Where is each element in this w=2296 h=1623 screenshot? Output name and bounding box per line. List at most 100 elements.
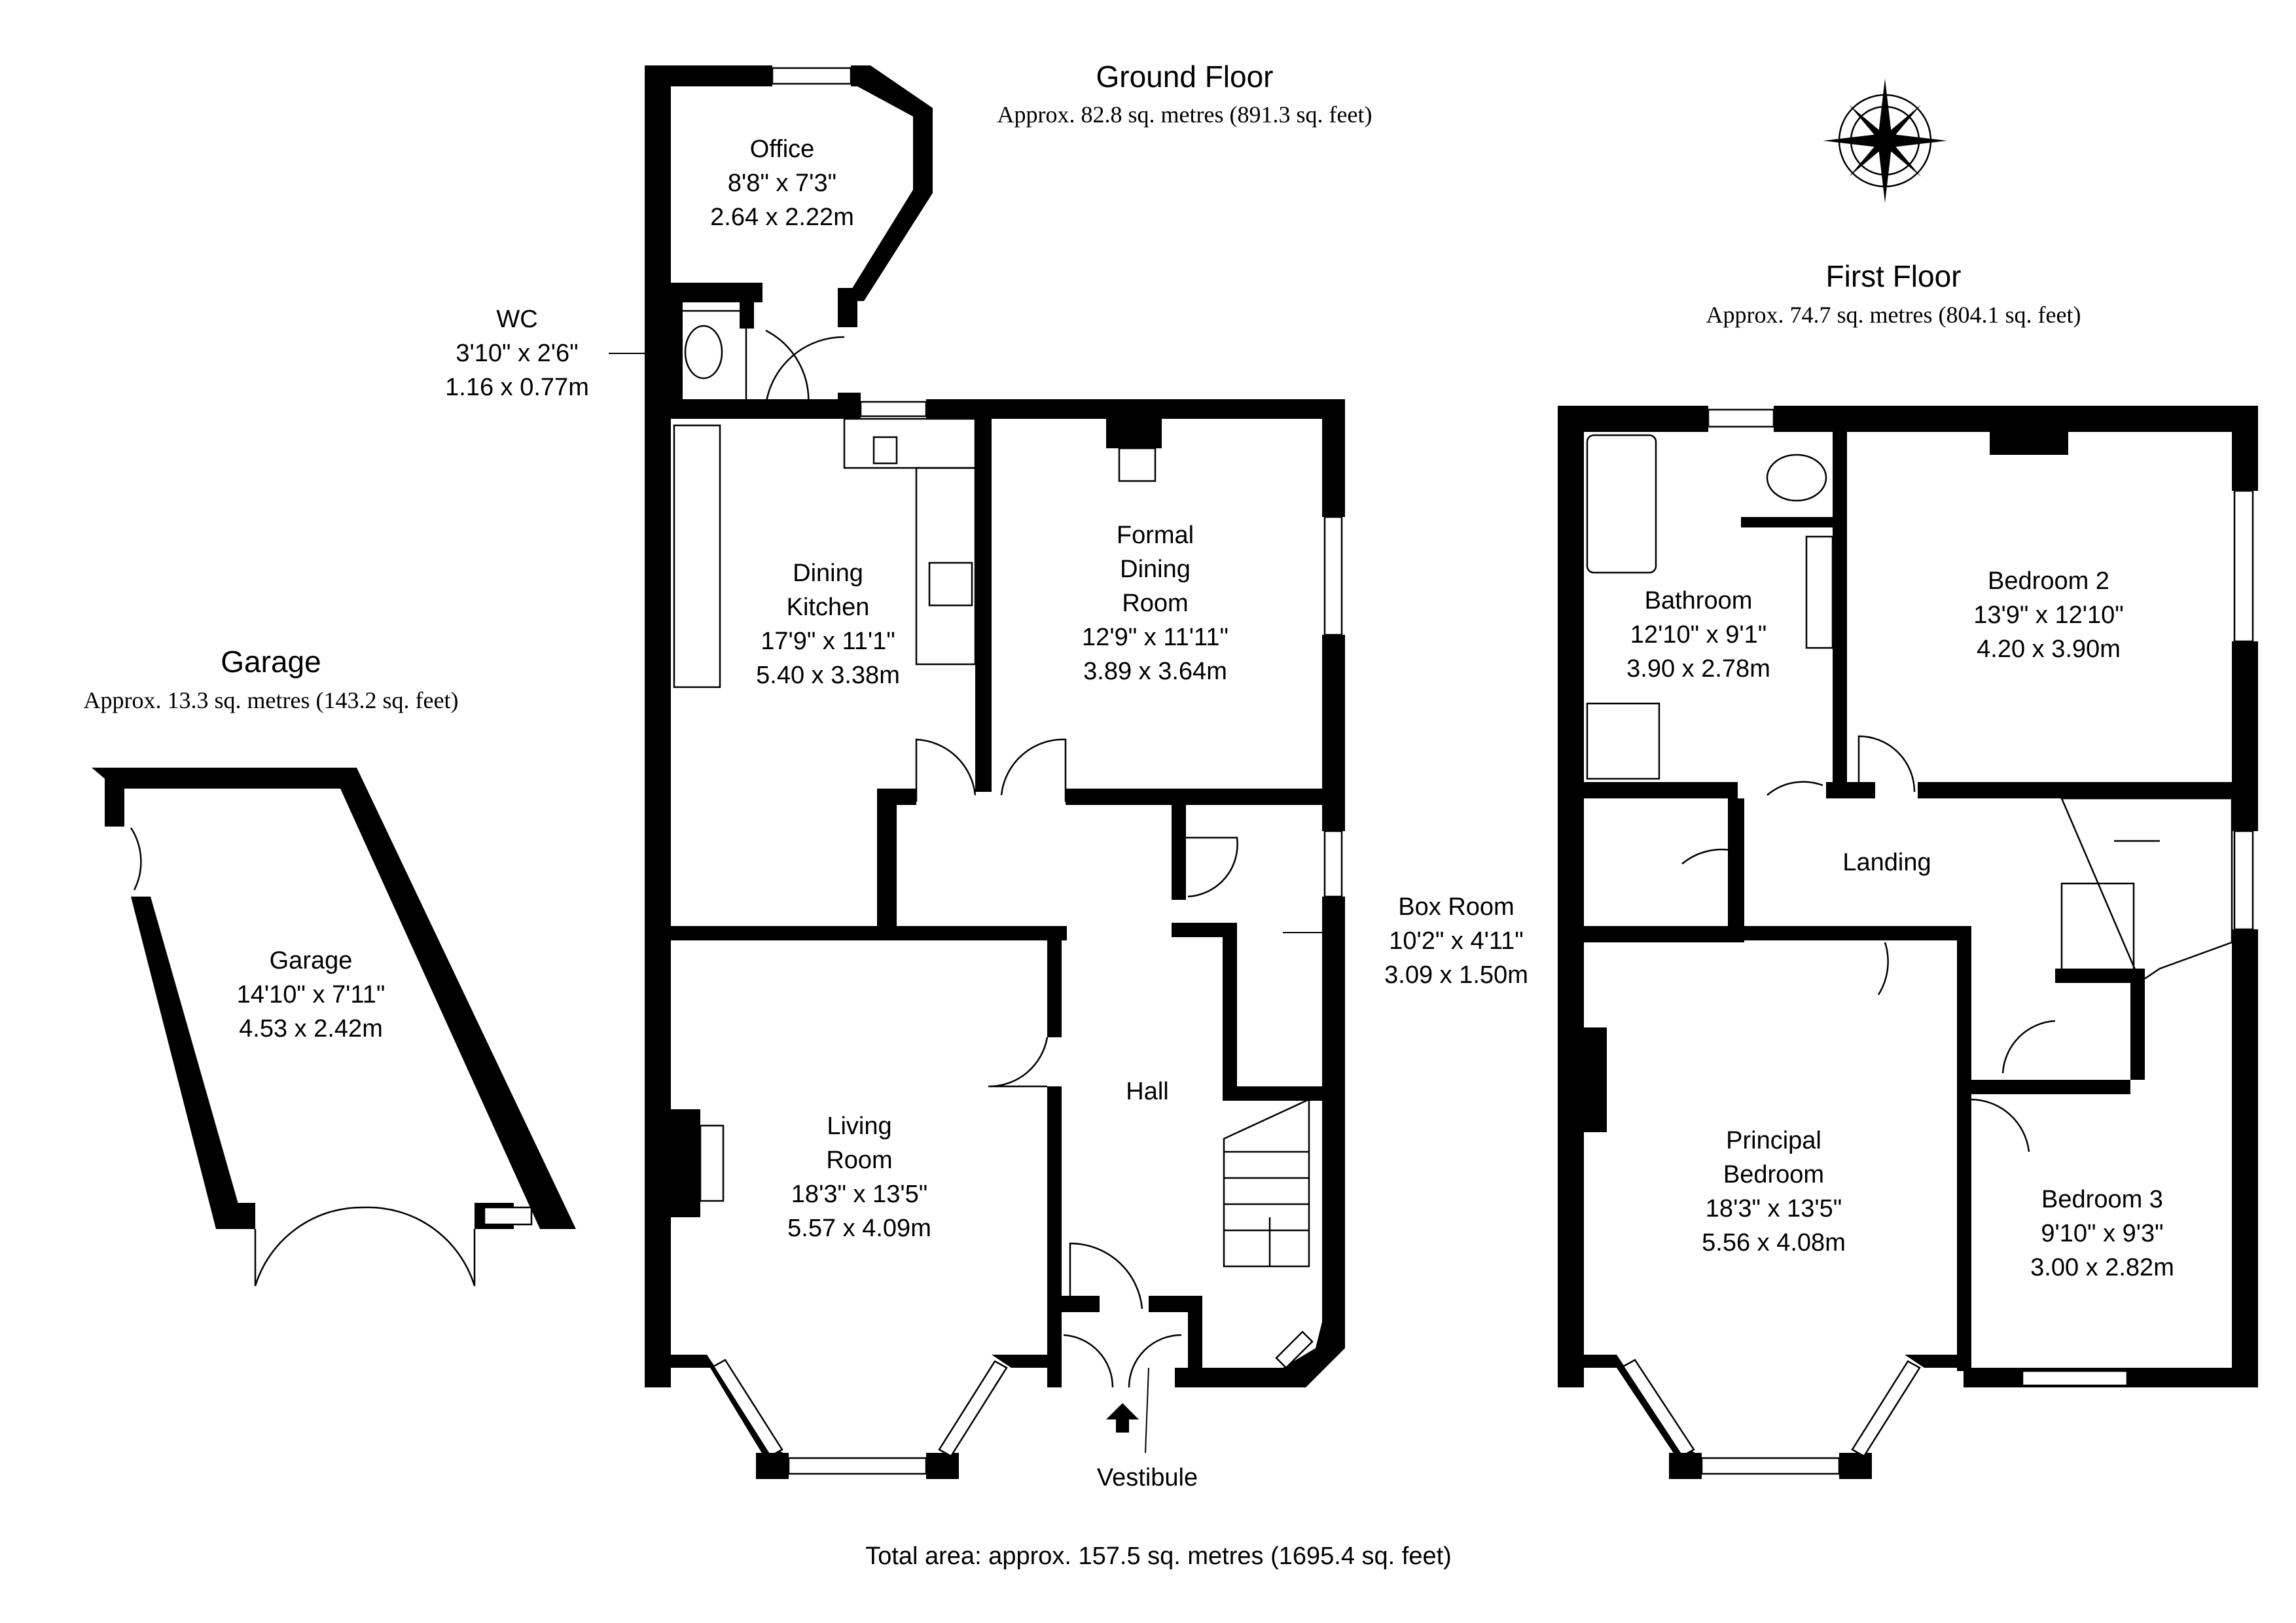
bedroom-2-door-swing <box>1857 735 1916 795</box>
room-dimensions-imperial: 12'9" x 11'11" <box>1082 624 1229 651</box>
ff-bath-stub <box>1741 517 1833 527</box>
gf-office-north-wall <box>645 65 772 86</box>
vestibule-east <box>1188 1296 1202 1387</box>
vestibule-west <box>1047 1329 1062 1387</box>
total-area: Total area: approx. 157.5 sq. metres (16… <box>865 1543 1452 1570</box>
garage-door-left <box>254 1206 364 1287</box>
room-dimensions-metric: 3.90 x 2.78m <box>1626 655 1770 683</box>
gf-chimney-breast <box>1106 419 1162 448</box>
ff-cupboard-east <box>2130 969 2145 1080</box>
room-name: Kitchen <box>787 594 870 621</box>
shower-tray-icon <box>1586 702 1660 780</box>
ff-cupboard-top <box>2055 969 2144 983</box>
room-dimensions-imperial: 18'3" x 13'5" <box>791 1181 927 1208</box>
ff-bed3-north <box>1970 1080 2130 1094</box>
room-name: Formal <box>1117 522 1194 549</box>
gf-west-wall <box>645 65 671 1387</box>
landing-cupboard-door <box>1681 848 1735 865</box>
ff-bedroom3-south-b <box>2127 1368 2258 1387</box>
room-dimensions-imperial: 8'8" x 7'3" <box>728 169 836 197</box>
ff-bay-window-right <box>1851 1360 1921 1457</box>
room-dimensions-metric: 5.57 x 4.09m <box>787 1215 931 1242</box>
room-dimensions-metric: 3.00 x 2.82m <box>2030 1254 2174 1281</box>
box-room-west-c <box>1223 923 1237 1093</box>
ff-bath-south-b <box>1826 782 1875 798</box>
ff-principal-north <box>1584 926 1970 940</box>
gf-bay-corner-right <box>926 1453 959 1479</box>
ff-chimney-breast <box>1990 432 2068 455</box>
garage-plan <box>92 768 576 1287</box>
vestibule-leader-line <box>1145 1367 1149 1454</box>
room-dimensions-imperial: 3'10" x 2'6" <box>456 340 578 367</box>
ground-floor-plan <box>609 65 1345 1479</box>
gf-kitchen-dining-partition <box>975 419 992 792</box>
ff-stair-well <box>2060 882 2135 976</box>
room-dimensions-imperial: 14'10" x 7'11" <box>237 981 386 1008</box>
ff-east-wall-b <box>2232 641 2258 831</box>
room-name: Dining <box>793 560 863 587</box>
landing-window <box>2233 830 2254 931</box>
ff-north-wall-a <box>1558 406 1708 432</box>
bathroom-door-swing <box>1767 781 1823 796</box>
room-dimensions-metric: 2.64 x 2.22m <box>710 204 854 231</box>
wc-toilet-icon <box>684 325 723 380</box>
front-door-swing <box>1063 1334 1182 1388</box>
room-dimensions-metric: 4.53 x 2.42m <box>239 1015 383 1043</box>
gf-living-chimney <box>671 1109 700 1217</box>
room-name: Bedroom 2 <box>1988 567 2109 595</box>
room-dimensions-imperial: 12'10" x 9'1" <box>1630 621 1767 649</box>
gf-bay-corner-left <box>756 1453 789 1479</box>
garage-door-right <box>363 1206 476 1287</box>
garage-front-left <box>216 1203 255 1229</box>
ff-north-wall-b <box>1774 406 2258 432</box>
room-dimensions-metric: 4.20 x 3.90m <box>1977 635 2121 663</box>
room-dimensions-imperial: 13'9" x 12'10" <box>1973 601 2124 629</box>
ff-east-wall-c <box>2232 929 2258 1387</box>
garage-side-door <box>130 827 142 891</box>
gf-living-east-a <box>1047 926 1062 1037</box>
ff-bay-window-front <box>1700 1457 1840 1475</box>
kitchen-worktop <box>843 418 977 469</box>
room-name: WC <box>496 306 537 333</box>
hob-icon <box>928 562 973 607</box>
bathroom-window <box>1707 408 1775 428</box>
room-name: Principal <box>1726 1127 1821 1154</box>
gf-bay-window-right <box>938 1360 1008 1457</box>
first-floor-area: Approx. 74.7 sq. metres (804.1 sq. feet) <box>1706 302 2081 328</box>
kitchen-wall-units <box>915 467 977 666</box>
room-name: Bedroom 3 <box>2041 1186 2163 1213</box>
room-dimensions-metric: 5.56 x 4.08m <box>1702 1229 1846 1257</box>
room-dimensions-imperial: 10'2" x 4'11" <box>1389 927 1524 955</box>
gf-kitchen-jog <box>877 789 897 940</box>
garage-left-wall <box>131 897 245 1229</box>
gf-office-south-wall <box>671 283 762 302</box>
room-dimensions-imperial: 18'3" x 13'5" <box>1706 1195 1842 1222</box>
ground-floor-area: Approx. 82.8 sq. metres (891.3 sq. feet) <box>997 101 1372 128</box>
compass-rose-icon <box>1823 79 1947 203</box>
garage-area: Approx. 13.3 sq. metres (143.2 sq. feet) <box>84 687 459 713</box>
room-name: Box Room <box>1398 893 1514 921</box>
office-door-swing <box>764 336 845 406</box>
first-floor-title: First Floor <box>1826 259 1962 293</box>
kitchen-side-units <box>673 424 721 688</box>
garage-wall-stub <box>105 768 124 827</box>
bedroom-3-door-swing <box>1969 1098 2030 1152</box>
ff-bay-corner-left <box>1669 1453 1702 1479</box>
gf-kitchen-north-stub <box>838 393 861 419</box>
ff-bath-south-a <box>1584 782 1738 798</box>
room-dimensions-metric: 3.89 x 3.64m <box>1083 658 1227 685</box>
room-name: Landing <box>1842 849 1931 876</box>
room-dimensions-metric: 3.09 x 1.50m <box>1384 961 1528 989</box>
room-name: Room <box>826 1147 892 1174</box>
gf-east-wall-a <box>1322 399 1345 517</box>
vestibule-inner-door <box>1069 1242 1143 1312</box>
wc-room-outline <box>676 310 747 407</box>
kitchen-door-swing <box>915 738 977 802</box>
room-name: Bathroom <box>1645 587 1753 615</box>
bedroom-3-window <box>2021 1370 2128 1387</box>
living-door-swing <box>988 1037 1049 1088</box>
ff-bay-corner-right <box>1839 1453 1872 1479</box>
room-name: Office <box>750 135 815 163</box>
gf-hearth <box>1118 447 1157 482</box>
